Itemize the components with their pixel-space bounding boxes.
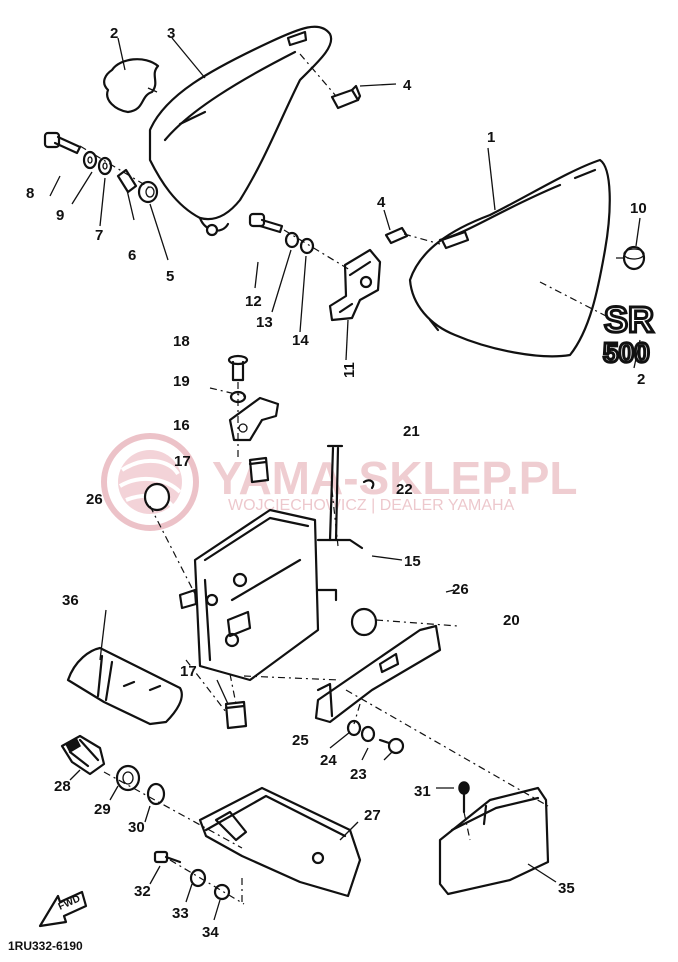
bolt-23: [378, 737, 405, 755]
washer-13: [284, 231, 300, 249]
screw-12: [248, 212, 284, 234]
washer-30: [146, 782, 166, 806]
damper-top: [330, 84, 362, 110]
label-part-36: 36: [62, 592, 79, 609]
cap-26-left: [143, 482, 171, 512]
label-part-30: 30: [128, 819, 145, 836]
label-part-6: 6: [128, 247, 136, 264]
label-part-28: 28: [54, 778, 71, 795]
label-part-4-top: 4: [403, 77, 412, 94]
tool-case: [198, 786, 362, 898]
left-washer-a: [82, 150, 98, 170]
nut-29: [115, 764, 141, 792]
label-part-15: 15: [404, 553, 421, 570]
label-part-31: 31: [414, 783, 431, 800]
label-part-9: 9: [56, 207, 64, 224]
label-part-32: 32: [134, 883, 151, 900]
left-grommet: [137, 180, 159, 204]
lock-bracket: [328, 248, 382, 322]
label-part-34: 34: [202, 924, 219, 941]
label-part-3: 3: [167, 25, 175, 42]
label-part-26-left: 26: [86, 491, 103, 508]
label-part-5: 5: [166, 268, 174, 285]
label-part-7: 7: [95, 227, 103, 244]
left-side-cover: [148, 25, 333, 237]
emblem-line1: SR: [604, 299, 654, 340]
leader-lines: [49, 37, 641, 921]
damper-17-lower: [224, 700, 248, 730]
label-part-14: 14: [292, 332, 309, 349]
label-part-25: 25: [292, 732, 309, 749]
label-part-33: 33: [172, 905, 189, 922]
battery-box: [178, 508, 364, 682]
battery-band: [66, 646, 183, 726]
switch-28: [60, 734, 106, 776]
label-part-21: 21: [403, 423, 420, 440]
label-part-2-left: 2: [110, 25, 118, 42]
emblem-sr500: SR 500: [602, 298, 656, 370]
center-lines: [79, 53, 632, 906]
label-part-17-lower: 17: [180, 663, 197, 680]
cap-26-right: [350, 607, 378, 637]
holder-16: [228, 396, 280, 442]
label-part-8: 8: [26, 185, 34, 202]
emblem-line2: 500: [603, 337, 650, 368]
bolt-31: [458, 781, 470, 814]
label-part-22: 22: [396, 481, 413, 498]
left-collar: [116, 168, 138, 194]
label-part-27: 27: [364, 807, 381, 824]
label-part-35: 35: [558, 880, 575, 897]
label-part-10: 10: [630, 200, 647, 217]
watermark-brand: YAMA-SKLEP.PL: [212, 452, 578, 504]
label-part-29: 29: [94, 801, 111, 818]
label-part-20: 20: [503, 612, 520, 629]
label-part-11: 11: [341, 362, 358, 378]
bolt-18: [227, 354, 249, 382]
nut-34: [213, 883, 231, 901]
left-washer-b: [97, 156, 113, 176]
label-part-23: 23: [350, 766, 367, 783]
bolt-21: [326, 444, 344, 542]
label-part-16: 16: [173, 417, 190, 434]
damper-17-upper: [248, 456, 270, 484]
label-part-18: 18: [173, 333, 190, 350]
label-part-19: 19: [173, 373, 190, 390]
label-part-24: 24: [320, 752, 337, 769]
watermark: YAMA-SKLEP.PL WOJCIECHOWICZ | DEALER YAM…: [101, 433, 578, 531]
left-bolt: [43, 131, 82, 155]
bolt-32: [153, 850, 182, 864]
watermark-subtitle: WOJCIECHOWICZ | DEALER YAMAHA: [228, 497, 515, 514]
bracket-20: [314, 624, 442, 724]
label-part-4-mid: 4: [377, 194, 386, 211]
part-labels: 1 2 2 3 4 4 5 6 7 8 9 10 11 12 13 14 15 …: [26, 25, 647, 941]
label-part-12: 12: [245, 293, 262, 310]
nut-33: [189, 868, 207, 888]
watermark-logo-icon: [101, 433, 199, 531]
washer-24: [346, 719, 376, 743]
fwd-arrow-icon: FWD: [38, 890, 88, 928]
right-side-cover: [408, 158, 611, 358]
label-part-13: 13: [256, 314, 273, 331]
label-part-17-upper: 17: [174, 453, 191, 470]
damper-right: [622, 245, 646, 271]
emblem-left: [103, 58, 160, 114]
tool-cover: [438, 786, 550, 896]
damper-middle: [384, 226, 409, 245]
figure-code: 1RU332-6190: [8, 939, 83, 953]
clip-22: [362, 479, 375, 490]
label-part-26-right: 26: [452, 581, 469, 598]
label-part-2-right: 2: [637, 371, 645, 388]
label-part-1: 1: [487, 129, 495, 146]
